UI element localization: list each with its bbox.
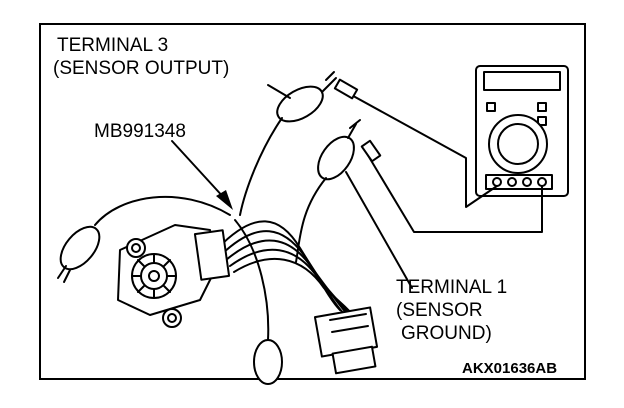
harness-connector: [313, 306, 379, 375]
label-tool-number: MB991348: [94, 121, 186, 142]
leader-tool: [171, 140, 227, 201]
probe-wire-terminal1: [365, 151, 543, 233]
multimeter: [475, 65, 569, 197]
label-terminal-3: TERMINAL 3: [57, 35, 169, 56]
probe-wire-terminal3: [345, 91, 498, 208]
clip-terminal1: [317, 119, 382, 181]
label-terminal-1: TERMINAL 1: [396, 277, 508, 298]
label-terminal-1-description-line2: GROUND): [401, 323, 492, 344]
leader-terminal3: [267, 84, 291, 99]
clip-loose-left: [57, 225, 101, 283]
clip-terminal3: [276, 71, 359, 123]
label-terminal-1-description-line1: (SENSOR: [396, 300, 483, 321]
arrowhead-tool: [216, 190, 233, 210]
label-terminal-3-description: (SENSOR OUTPUT): [53, 58, 230, 79]
throttle-position-sensor: [117, 224, 231, 328]
clip-loose-bottom: [253, 339, 283, 385]
leader-terminal1: [345, 171, 413, 289]
figure-code: AKX01636AB: [462, 360, 558, 377]
